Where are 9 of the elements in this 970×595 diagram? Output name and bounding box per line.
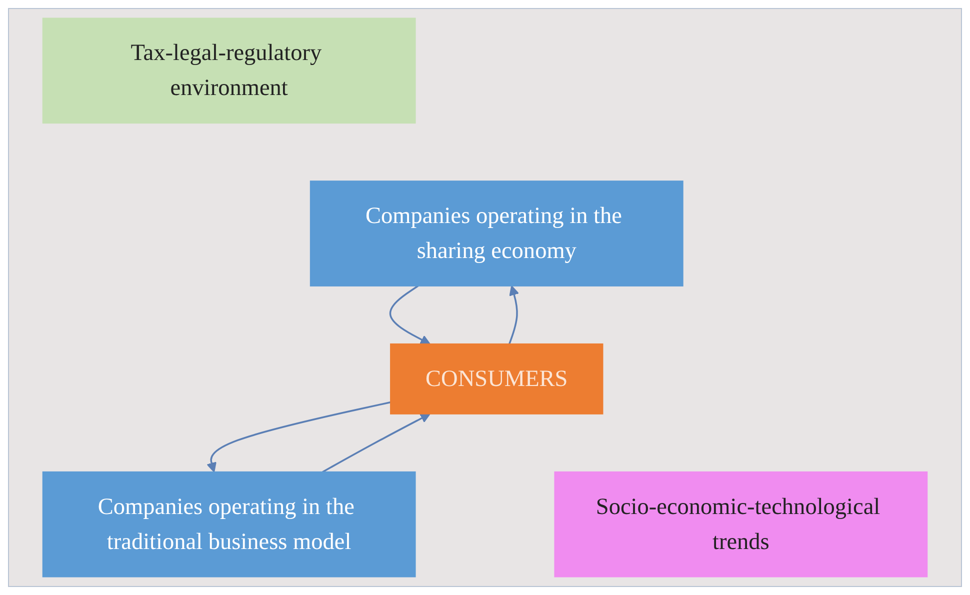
node-box: Socio-economic-technological trends [554, 471, 928, 578]
node-box: CONSUMERS [390, 343, 604, 414]
arrow [206, 401, 391, 472]
arrow [322, 413, 430, 473]
node-box: Companies operating in the traditional business model [42, 471, 416, 578]
node-box: Companies operating in the sharing economy [310, 180, 684, 286]
arrow [508, 285, 520, 344]
arrow [389, 285, 430, 344]
node-box: Tax-legal-regulatory environment [42, 18, 416, 124]
